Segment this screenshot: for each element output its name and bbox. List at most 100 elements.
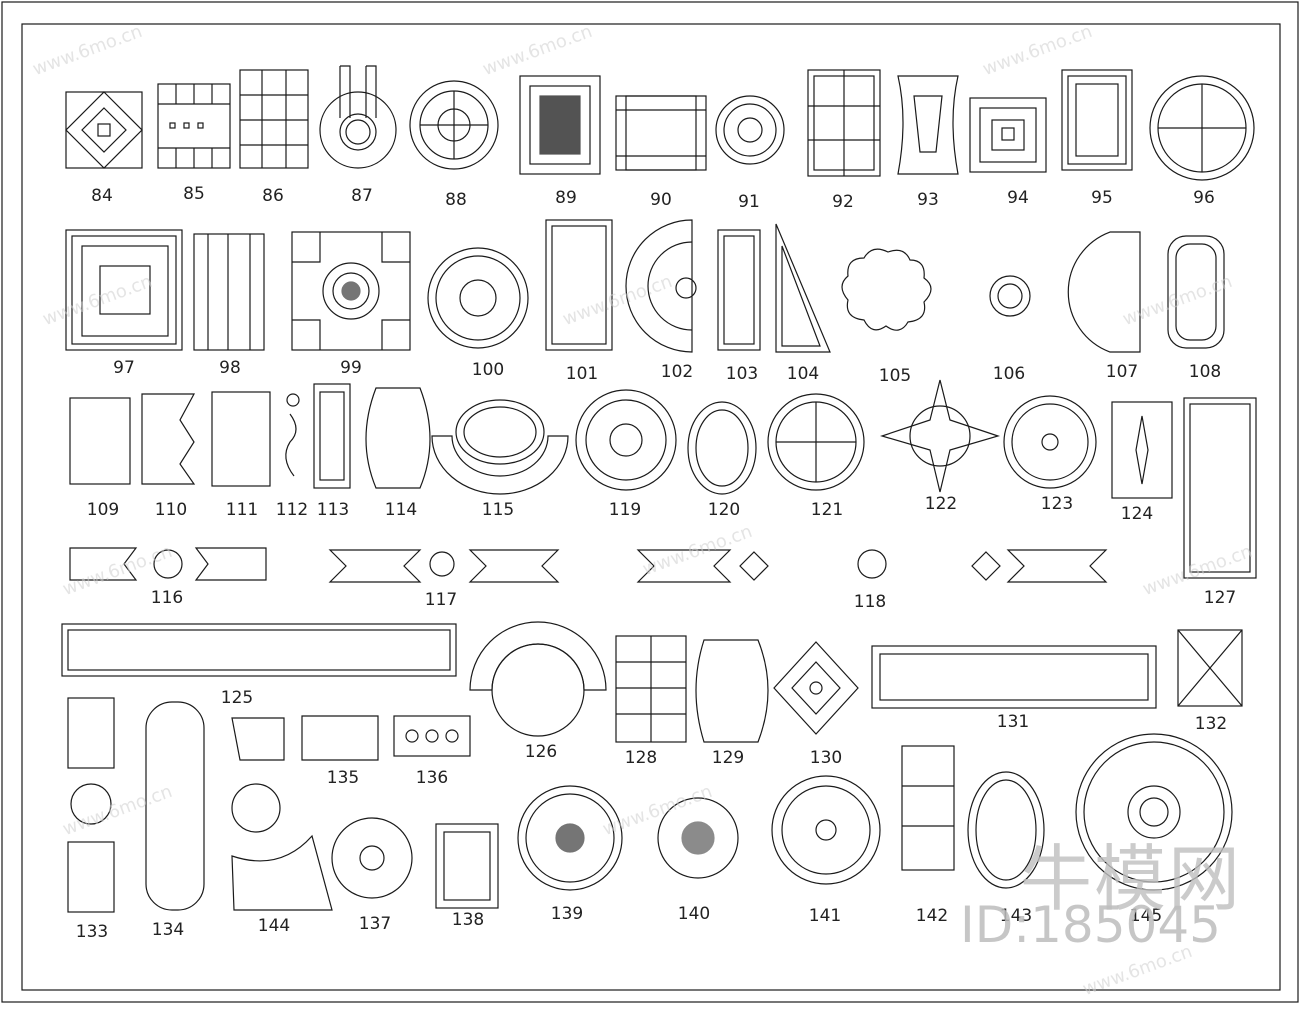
symbol-106: [989, 275, 1031, 317]
label-120: 120: [707, 500, 741, 520]
label-130: 130: [809, 748, 843, 768]
symbol-127: [1183, 397, 1257, 579]
symbol-133: [67, 697, 115, 913]
symbol-141: [771, 775, 881, 885]
symbol-92: [807, 69, 881, 177]
label-145: 145: [1129, 906, 1163, 926]
symbol-88: [409, 80, 499, 170]
label-86: 86: [262, 186, 284, 206]
symbol-84: [65, 91, 143, 169]
symbol-105: [841, 248, 932, 331]
label-141: 141: [808, 906, 842, 926]
label-138: 138: [451, 910, 485, 930]
symbol-112: [285, 393, 300, 477]
label-124: 124: [1120, 504, 1154, 524]
symbol-97: [65, 229, 183, 351]
label-101: 101: [565, 364, 599, 384]
label-103: 103: [725, 364, 759, 384]
label-113: 113: [316, 500, 350, 520]
label-102: 102: [660, 362, 694, 382]
symbol-96: [1149, 75, 1255, 181]
symbol-126: [469, 621, 607, 737]
symbol-132: [1177, 629, 1243, 707]
symbol-110: [141, 393, 196, 485]
inner-frame: [21, 23, 1281, 991]
symbol-124: [1111, 401, 1173, 499]
symbol-91: [715, 95, 785, 165]
symbol-130: [773, 641, 859, 735]
symbol-87: [319, 65, 397, 169]
label-139: 139: [550, 904, 584, 924]
label-117: 117: [424, 590, 458, 610]
label-90: 90: [650, 190, 672, 210]
label-89: 89: [555, 188, 577, 208]
label-92: 92: [832, 192, 854, 212]
symbol-109: [69, 397, 131, 485]
symbol-107: [1067, 231, 1141, 353]
label-106: 106: [992, 364, 1026, 384]
label-114: 114: [384, 500, 418, 520]
symbol-118: [636, 549, 1108, 583]
label-137: 137: [358, 914, 392, 934]
label-91: 91: [738, 192, 760, 212]
label-93: 93: [917, 190, 939, 210]
label-85: 85: [183, 184, 205, 204]
label-140: 140: [677, 904, 711, 924]
label-97: 97: [113, 358, 135, 378]
label-136: 136: [415, 768, 449, 788]
label-108: 108: [1188, 362, 1222, 382]
symbol-95: [1061, 69, 1133, 171]
symbol-123: [1003, 395, 1097, 489]
label-107: 107: [1105, 362, 1139, 382]
symbol-86: [239, 69, 309, 169]
symbol-142: [901, 745, 955, 871]
label-96: 96: [1193, 188, 1215, 208]
symbol-115: [431, 399, 569, 495]
label-126: 126: [524, 742, 558, 762]
watermark-brand: 牛模网: [1020, 837, 1243, 921]
symbol-99: [291, 231, 411, 351]
symbol-119: [575, 389, 677, 491]
symbol-135: [231, 715, 379, 911]
label-94: 94: [1007, 188, 1029, 208]
label-132: 132: [1194, 714, 1228, 734]
symbol-131: [871, 645, 1157, 709]
symbol-128: [615, 635, 687, 743]
symbol-108: [1167, 235, 1225, 349]
symbol-113: [313, 383, 351, 489]
label-99: 99: [340, 358, 362, 378]
symbol-94: [969, 97, 1047, 173]
label-115: 115: [481, 500, 515, 520]
label-143: 143: [999, 906, 1033, 926]
symbol-101: [545, 219, 613, 351]
symbol-85: [157, 83, 231, 169]
label-127: 127: [1203, 588, 1237, 608]
symbol-138: [435, 823, 499, 909]
label-142: 142: [915, 906, 949, 926]
symbol-90: [615, 95, 707, 171]
label-122: 122: [924, 494, 958, 514]
label-84: 84: [91, 186, 113, 206]
symbol-117: [328, 549, 560, 583]
symbol-140: [657, 797, 739, 879]
label-100: 100: [471, 360, 505, 380]
label-87: 87: [351, 186, 373, 206]
label-118: 118: [853, 592, 887, 612]
label-110: 110: [154, 500, 188, 520]
symbol-129: [695, 639, 769, 743]
label-131: 131: [996, 712, 1030, 732]
symbol-98: [193, 233, 265, 351]
symbol-104: [775, 223, 831, 353]
label-109: 109: [86, 500, 120, 520]
label-121: 121: [810, 500, 844, 520]
label-144: 144: [257, 916, 291, 936]
label-123: 123: [1040, 494, 1074, 514]
label-111: 111: [225, 500, 259, 520]
symbol-137: [331, 817, 413, 899]
symbol-89: [519, 75, 601, 175]
label-125: 125: [220, 688, 254, 708]
label-88: 88: [445, 190, 467, 210]
label-98: 98: [219, 358, 241, 378]
